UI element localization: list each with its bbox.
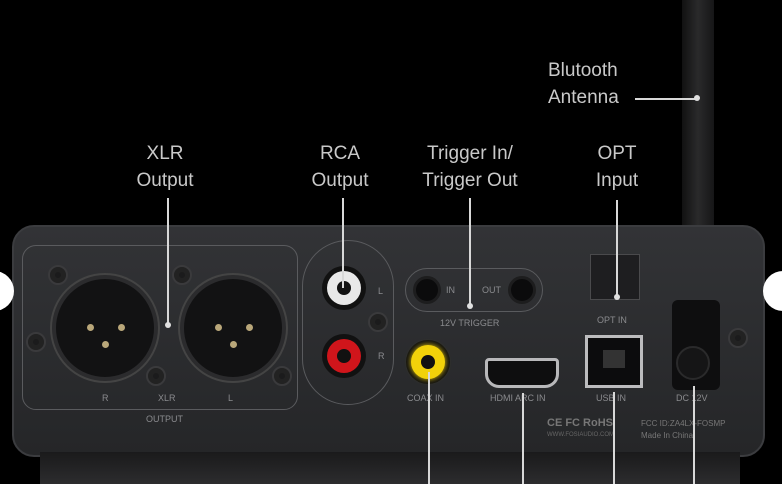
screw-icon xyxy=(728,328,748,348)
callout-xlr: XLR Output xyxy=(115,140,215,194)
callout-rca: RCA Output xyxy=(290,140,390,194)
callout-text: Input xyxy=(595,170,639,191)
made-in: Made In China xyxy=(641,431,694,440)
label-xlr: XLR xyxy=(158,393,176,403)
callout-text: Trigger Out xyxy=(422,170,518,191)
usb-b-port xyxy=(585,335,643,388)
callout-dot xyxy=(694,95,700,101)
screw-icon xyxy=(368,312,388,332)
callout-text: XLR xyxy=(146,143,184,164)
optical-port xyxy=(590,254,640,300)
rca-jack-left xyxy=(322,266,366,310)
callout-text: Antenna xyxy=(548,87,619,108)
callout-line-dc xyxy=(693,386,695,484)
callout-line-hdmi xyxy=(522,393,524,484)
callout-line xyxy=(342,198,344,288)
label-l: L xyxy=(228,393,234,403)
callout-text: Trigger In/ xyxy=(427,143,513,164)
label-hdmi-arc-in: HDMI ARC IN xyxy=(490,393,546,403)
cert-marks: CE FC RoHS xyxy=(547,417,613,429)
screw-icon xyxy=(146,366,166,386)
xlr-jack-right xyxy=(52,275,158,381)
callout-trigger: Trigger In/ Trigger Out xyxy=(405,140,535,194)
carousel-next-button[interactable] xyxy=(763,271,782,311)
label-usb-in: USB IN xyxy=(596,393,627,403)
callout-line xyxy=(469,198,471,306)
fcc-id: FCC ID:ZA4LX-FOSMP xyxy=(641,419,726,428)
label-r: R xyxy=(102,393,109,403)
label-trigger-out: OUT xyxy=(482,285,501,295)
device-base xyxy=(40,452,740,484)
callout-dot xyxy=(614,294,620,300)
callout-line-coax xyxy=(428,372,430,484)
dc-power-jack xyxy=(676,346,710,380)
callout-opt: OPT Input xyxy=(577,140,657,194)
callout-text: Output xyxy=(311,170,369,191)
callout-text: OPT xyxy=(597,143,637,164)
callout-line-usb xyxy=(613,392,615,484)
hdmi-port xyxy=(485,358,559,388)
callout-line xyxy=(167,198,169,325)
rca-output-group xyxy=(302,240,394,405)
label-dc-12v: DC 12V xyxy=(676,393,708,403)
carousel-prev-button[interactable] xyxy=(0,271,14,311)
screw-icon xyxy=(26,332,46,352)
label-output: OUTPUT xyxy=(146,414,183,424)
callout-antenna: Blutooth Antenna xyxy=(548,57,619,111)
callout-dot xyxy=(467,303,473,309)
trigger-out-jack xyxy=(508,276,536,304)
label-opt-in: OPT IN xyxy=(597,315,627,325)
screw-icon xyxy=(172,265,192,285)
label-rca-l: L xyxy=(378,286,384,296)
website-text: WWW.FOSIAUDIO.COM xyxy=(547,432,614,438)
callout-text: Blutooth xyxy=(548,60,618,81)
rca-jack-right xyxy=(322,334,366,378)
label-rca-r: R xyxy=(378,351,385,361)
trigger-in-jack xyxy=(413,276,441,304)
label-trigger-in: IN xyxy=(446,285,455,295)
screw-icon xyxy=(48,265,68,285)
callout-line xyxy=(616,200,618,297)
callout-line xyxy=(635,98,697,100)
label-12v-trigger: 12V TRIGGER xyxy=(440,318,500,328)
callout-text: RCA xyxy=(319,143,361,164)
xlr-output-group xyxy=(22,245,298,410)
xlr-jack-left xyxy=(180,275,286,381)
callout-dot xyxy=(165,322,171,328)
label-coax-in: COAX IN xyxy=(407,393,445,403)
callout-text: Output xyxy=(136,170,194,191)
screw-icon xyxy=(272,366,292,386)
trigger-group xyxy=(405,268,543,312)
